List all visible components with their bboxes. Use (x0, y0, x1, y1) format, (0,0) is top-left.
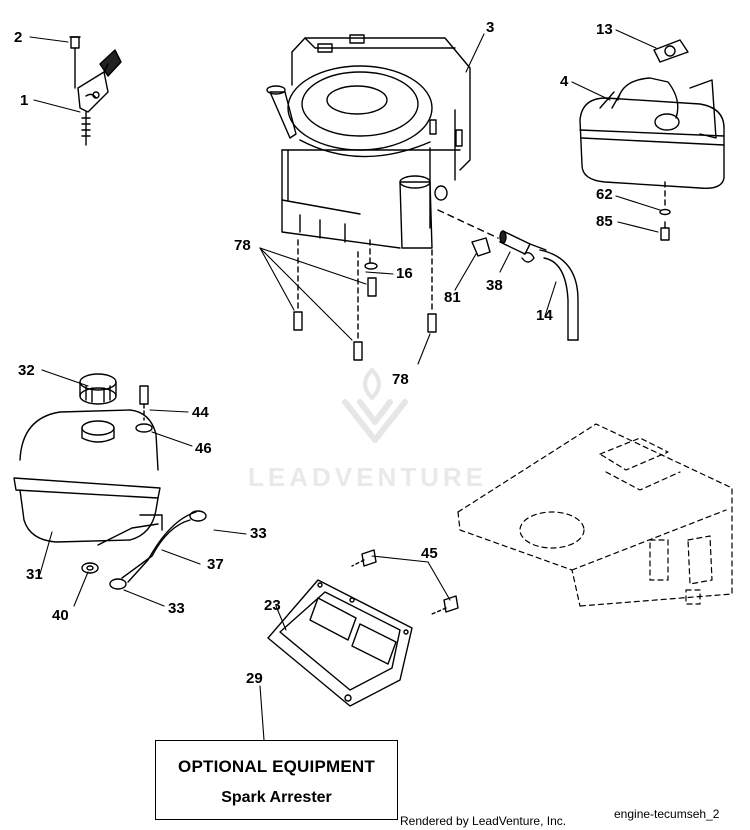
optional-equipment-box: OPTIONAL EQUIPMENT Spark Arrester (155, 740, 398, 820)
muffler-fasteners (659, 181, 671, 241)
callout-2: 2 (14, 29, 23, 46)
callout-4: 4 (560, 73, 569, 90)
tank-fasteners (135, 385, 153, 433)
callout-32: 32 (18, 362, 35, 379)
gasket-part (653, 39, 689, 63)
bracket-bolts (351, 549, 459, 615)
callout-33-lower: 33 (168, 600, 185, 617)
leader-lines (29, 29, 661, 741)
callout-78-lower: 78 (392, 371, 409, 388)
callout-44: 44 (192, 404, 209, 421)
hose-clamp-part (109, 510, 207, 590)
engine-bolts (293, 239, 437, 361)
callout-33-upper: 33 (250, 525, 267, 542)
nut-part (471, 237, 491, 257)
callout-78-upper: 78 (234, 237, 251, 254)
engine-part (266, 34, 471, 249)
callout-1: 1 (20, 92, 29, 109)
watermark-logo (342, 368, 408, 443)
callout-38: 38 (486, 277, 503, 294)
callout-40: 40 (52, 607, 69, 624)
fuel-line-part (121, 511, 197, 583)
fuel-filter-part (437, 209, 547, 263)
callout-31: 31 (26, 566, 43, 583)
callout-62: 62 (596, 186, 613, 203)
chassis-frame (457, 423, 733, 607)
callout-29: 29 (246, 670, 263, 687)
callout-46: 46 (195, 440, 212, 457)
callout-37: 37 (207, 556, 224, 573)
diagram-id-label: engine-tecumseh_2 (614, 807, 720, 821)
fuel-hose-part (539, 249, 579, 341)
callout-81: 81 (444, 289, 461, 306)
watermark-text: LEADVENTURE (248, 462, 488, 492)
callout-45: 45 (421, 545, 438, 562)
throttle-control-part (69, 36, 122, 146)
callout-16: 16 (396, 265, 413, 282)
callout-14: 14 (536, 307, 553, 324)
rendered-by-credit: Rendered by LeadVenture, Inc. (400, 814, 567, 828)
fuel-tank-part (13, 409, 163, 546)
fuel-cap-part (79, 373, 117, 405)
callout-85: 85 (596, 213, 613, 230)
optional-equipment-title: OPTIONAL EQUIPMENT (178, 757, 375, 776)
grommet-part (81, 562, 99, 574)
callout-3: 3 (486, 19, 495, 36)
callout-23: 23 (264, 597, 281, 614)
callout-13: 13 (596, 21, 613, 38)
spark-arrester-bracket (267, 579, 413, 707)
muffler-part (579, 77, 725, 189)
spark-arrester-label: Spark Arrester (221, 789, 332, 806)
